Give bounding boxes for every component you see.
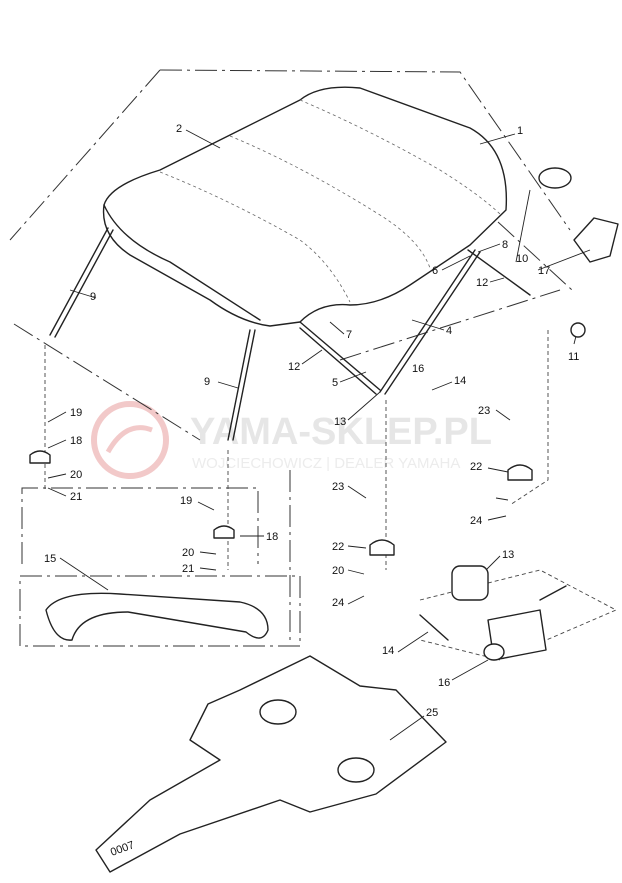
callout-17: 17 (538, 265, 550, 277)
callout-14b: 14 (382, 645, 394, 657)
callout-15: 15 (44, 553, 56, 565)
watermark-logo-icon (91, 401, 169, 479)
callouts: 1 2 4 5 6 7 8 9 9 10 11 12 12 13 13 14 1… (44, 123, 579, 719)
callout-12b: 12 (476, 277, 488, 289)
callout-18a: 18 (70, 435, 82, 447)
callout-25: 25 (426, 707, 438, 719)
callout-19b: 19 (180, 495, 192, 507)
callout-14a: 14 (454, 375, 466, 387)
callout-10: 10 (516, 253, 528, 265)
part-25-floor-mat: 0007 (95, 655, 447, 873)
callout-16b: 16 (412, 363, 424, 375)
callout-18b: 18 (266, 531, 278, 543)
callout-9b: 9 (204, 376, 210, 388)
callout-21b: 21 (182, 563, 194, 575)
callout-7: 7 (346, 329, 352, 341)
callout-9a: 9 (90, 291, 96, 303)
part-15-cushion (45, 592, 269, 641)
callout-5: 5 (332, 377, 338, 389)
callout-22a: 22 (332, 541, 344, 553)
callout-24a: 24 (332, 597, 344, 609)
callout-1: 1 (517, 125, 523, 137)
callout-20c: 20 (332, 565, 344, 577)
callout-6: 6 (432, 265, 438, 277)
canopy-top (102, 86, 508, 327)
callout-24b: 24 (470, 515, 482, 527)
callout-8: 8 (502, 239, 508, 251)
callout-4: 4 (446, 325, 452, 337)
callout-23b: 23 (478, 405, 490, 417)
callout-13a: 13 (334, 416, 346, 428)
boundary-lines (9, 69, 573, 647)
callout-19a: 19 (70, 407, 82, 419)
watermark: YAMA-SKLEP.PL WOJCIECHOWICZ | DEALER YAM… (91, 401, 492, 479)
leaders (47, 129, 591, 741)
callout-23a: 23 (332, 481, 344, 493)
callout-2: 2 (176, 123, 182, 135)
callout-16a: 16 (438, 677, 450, 689)
hardware (29, 167, 619, 661)
callout-20b: 20 (182, 547, 194, 559)
callout-11: 11 (568, 351, 579, 363)
callout-20a: 20 (70, 469, 82, 481)
frame-tubes (49, 227, 531, 441)
callout-21a: 21 (70, 491, 82, 503)
watermark-subtitle: WOJCIECHOWICZ | DEALER YAMAHA (192, 455, 460, 472)
callout-12a: 12 (288, 361, 300, 373)
callout-13b: 13 (502, 549, 514, 561)
watermark-title: YAMA-SKLEP.PL (190, 411, 492, 453)
callout-22b: 22 (470, 461, 482, 473)
